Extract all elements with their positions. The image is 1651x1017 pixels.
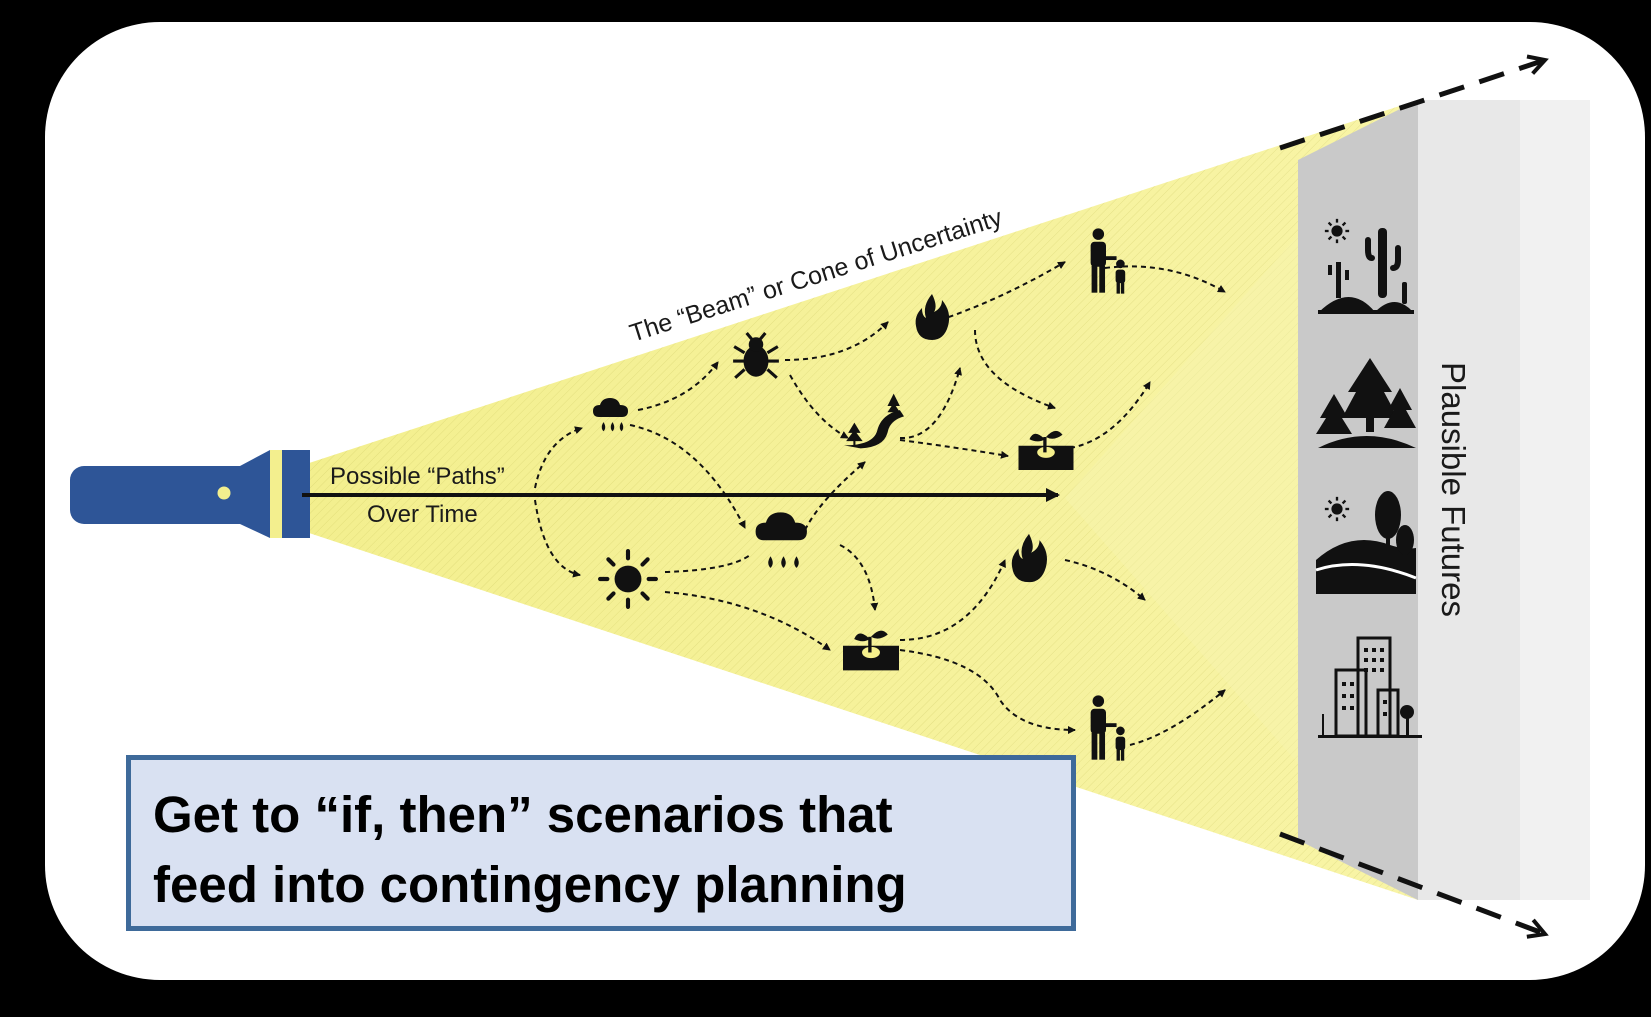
hills-icon bbox=[1315, 491, 1417, 594]
futures-band bbox=[1298, 100, 1418, 900]
futures-label: Plausible Futures bbox=[1435, 362, 1472, 617]
desert-icon bbox=[1318, 217, 1414, 314]
beam-lower-edge-arrow bbox=[1279, 831, 1545, 934]
city-icon bbox=[1318, 636, 1422, 738]
flashlight-icon bbox=[70, 450, 310, 538]
forest-icon bbox=[1316, 358, 1416, 448]
callout-line-2: feed into contingency planning bbox=[153, 856, 907, 913]
callout-box: Get to “if, then” scenarios that feed in… bbox=[126, 755, 1076, 931]
callout-line-1: Get to “if, then” scenarios that bbox=[153, 786, 893, 843]
beam-upper-edge-arrow bbox=[1279, 60, 1545, 151]
sun-icon bbox=[600, 551, 656, 607]
paths-label-line1: Possible “Paths” bbox=[330, 463, 505, 490]
paths-label-line2: Over Time bbox=[367, 501, 478, 528]
scenario-paths bbox=[534, 261, 1226, 746]
